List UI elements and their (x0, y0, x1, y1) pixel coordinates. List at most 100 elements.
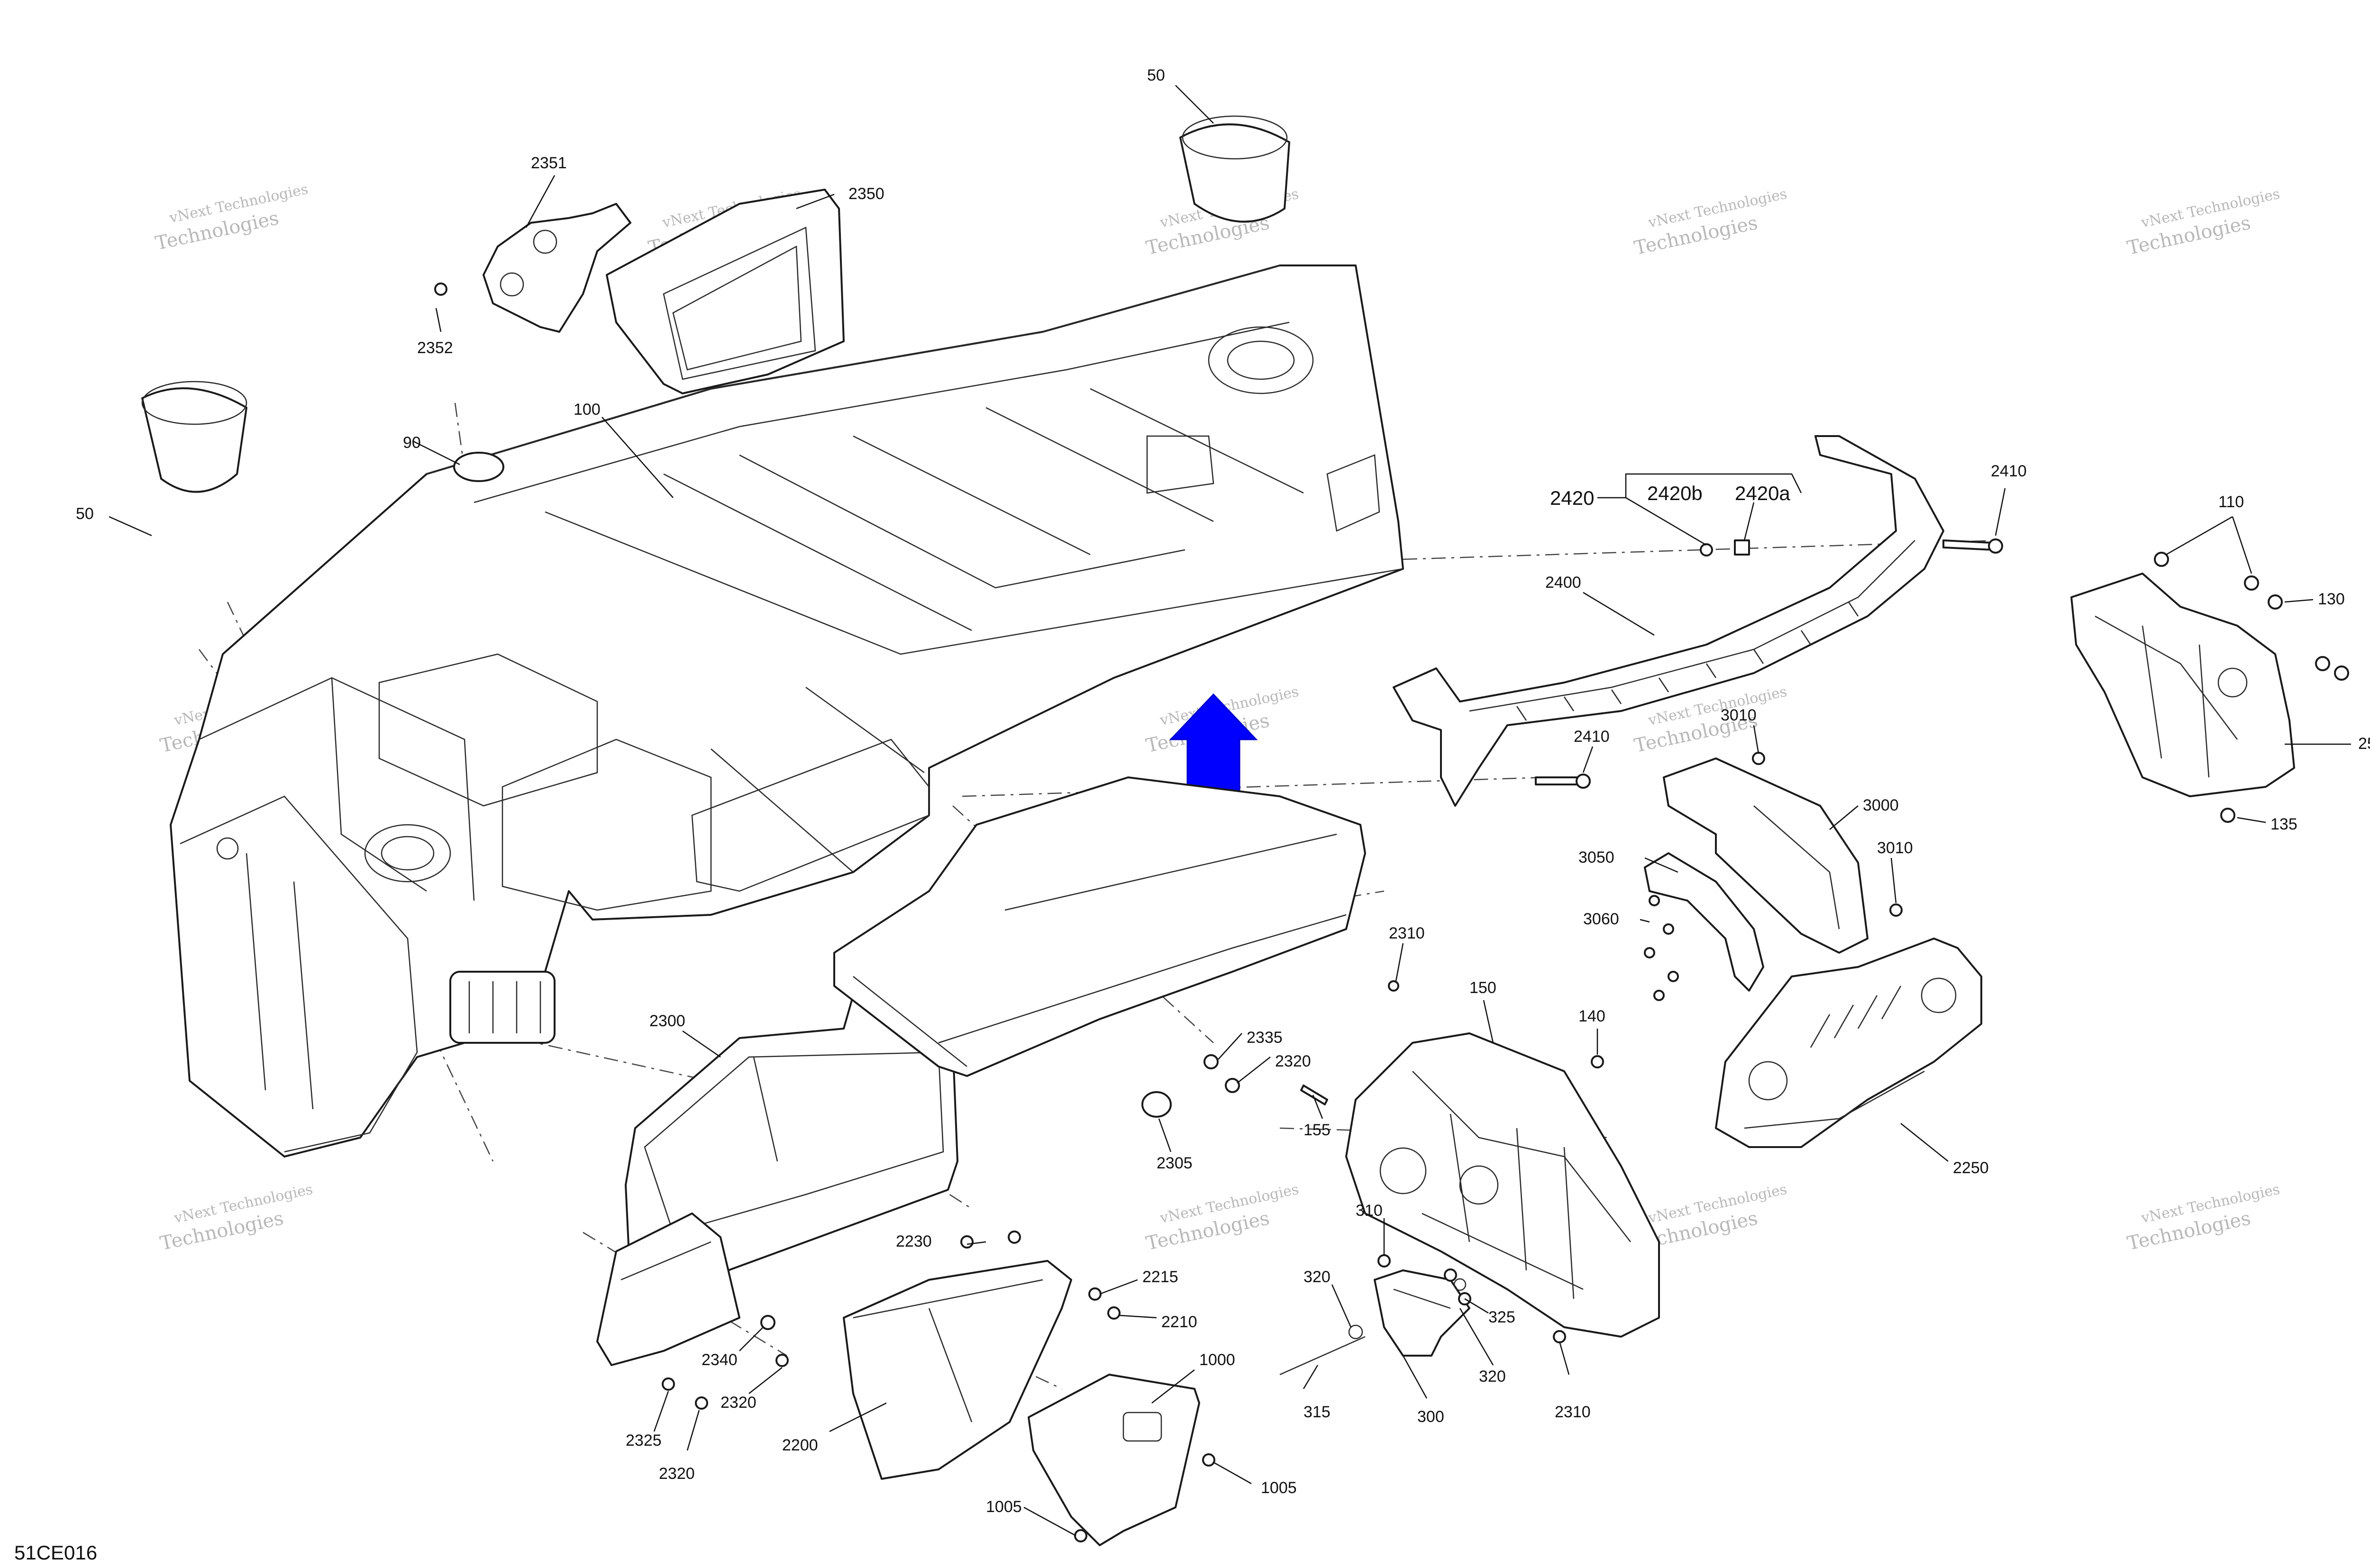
nut (1653, 990, 1665, 1001)
callout-320: 320 (1479, 1367, 1506, 1386)
callout-2351: 2351 (531, 154, 567, 172)
nut (1644, 947, 1655, 958)
left-lower-panel (596, 1212, 740, 1366)
callout-1000: 1000 (1199, 1351, 1235, 1369)
clip (1388, 980, 1399, 992)
lower-storage-tray (833, 776, 1366, 1077)
fasteners (434, 283, 2349, 1542)
callout-2210: 2210 (1161, 1313, 1197, 1331)
callout-3000: 3000 (1863, 796, 1899, 814)
nut (1700, 543, 1713, 556)
callout-2200: 2200 (782, 1436, 818, 1454)
cluster-bracket (483, 203, 631, 333)
callout-2352: 2352 (417, 339, 453, 357)
watermark: vNext Technologies Technologies (2125, 1181, 2281, 1255)
washer (1202, 1453, 1215, 1467)
nut (1668, 971, 1679, 982)
callout-2325: 2325 (626, 1431, 662, 1449)
nut (1663, 923, 1674, 935)
screw (1752, 752, 1765, 765)
callout-100: 100 (574, 401, 601, 419)
drawing-code: 51CE016 (14, 1541, 97, 1564)
instrument-cluster (606, 189, 845, 394)
callout-2420: 2420 (1550, 487, 1594, 509)
right-mounting-bracket (2070, 573, 2295, 797)
screw (695, 1396, 708, 1410)
washer (1444, 1268, 1457, 1282)
screw (1088, 1287, 1102, 1301)
callout-labels: 50 50 2351 2350 2352 90 100 2420 2420b 2… (76, 66, 2370, 1516)
callout-3010: 3010 (1721, 706, 1757, 724)
callout-155: 155 (1304, 1121, 1331, 1139)
callout-2320: 2320 (1275, 1052, 1311, 1070)
dashboard-main-body (170, 264, 1404, 1158)
callout-2340: 2340 (702, 1351, 738, 1369)
bolt-head (1988, 538, 2003, 554)
side-bracket (1644, 852, 1764, 992)
callout-300: 300 (1417, 1408, 1444, 1426)
watermark: vNext Technologies Technologies (1632, 186, 1788, 259)
pivot-bracket (1279, 1269, 1470, 1376)
callout-2320: 2320 (720, 1394, 757, 1412)
bolt (1300, 1085, 1328, 1105)
clip (1734, 539, 1750, 556)
callout-130: 130 (2318, 590, 2345, 608)
bolt (1535, 776, 1579, 785)
callout-135: 135 (2270, 815, 2297, 833)
callout-2350: 2350 (848, 185, 884, 203)
screw (775, 1354, 789, 1367)
screw (1225, 1078, 1240, 1093)
watermark: vNext Technologies Technologies (1144, 1181, 1300, 1255)
bolt-head (2154, 552, 2169, 567)
callout-3060: 3060 (1583, 910, 1619, 928)
screw (1107, 1306, 1121, 1320)
washer (2315, 656, 2330, 671)
watermark: vNext Technologies Technologies (158, 1181, 314, 1255)
screw (1889, 903, 1903, 917)
screw (1203, 1054, 1219, 1069)
washer (2334, 665, 2349, 681)
plug (1141, 1091, 1172, 1118)
callout-1005: 1005 (986, 1498, 1022, 1516)
callout-2410: 2410 (1574, 728, 1610, 746)
callout-250: 250 (2358, 735, 2370, 753)
bolt-head (2244, 575, 2259, 591)
callout-50: 50 (1147, 66, 1165, 84)
callout-2305: 2305 (1157, 1154, 1193, 1172)
callout-2320: 2320 (659, 1465, 695, 1483)
steering-column-bracket (1345, 1032, 1660, 1338)
callout-3050: 3050 (1578, 848, 1614, 866)
cup-holder-insert (141, 381, 247, 493)
nut (2220, 808, 2235, 823)
washer (2268, 594, 2283, 610)
callout-320: 320 (1304, 1268, 1331, 1286)
washer (1377, 1254, 1391, 1267)
access-cover (1028, 1374, 1200, 1546)
callout-325: 325 (1488, 1308, 1515, 1326)
bolt (1942, 539, 1994, 551)
screw (1008, 1231, 1021, 1244)
callout-150: 150 (1469, 979, 1496, 997)
clip (760, 1315, 775, 1330)
glove-box-door (843, 1260, 1072, 1480)
callout-310: 310 (1356, 1202, 1383, 1220)
leader-lines (109, 85, 2351, 1537)
side-cover-panel (1663, 757, 1869, 954)
callout-2400: 2400 (1545, 574, 1581, 592)
bolt-head (1576, 774, 1591, 789)
cup-holder-insert (1179, 115, 1290, 223)
callout-2230: 2230 (896, 1232, 932, 1250)
callout-315: 315 (1304, 1403, 1331, 1421)
callout-50: 50 (76, 505, 94, 523)
callout-2420b: 2420b (1647, 482, 1703, 504)
callout-140: 140 (1578, 1007, 1605, 1025)
callout-2335: 2335 (1247, 1029, 1283, 1047)
callout-2300: 2300 (649, 1012, 685, 1030)
callout-2215: 2215 (1142, 1268, 1178, 1286)
callout-2310: 2310 (1555, 1403, 1591, 1421)
callout-3010: 3010 (1877, 839, 1913, 857)
watermark: vNext Technologies Technologies (154, 181, 310, 255)
screw (1553, 1330, 1566, 1343)
callout-2410: 2410 (1991, 462, 2027, 480)
